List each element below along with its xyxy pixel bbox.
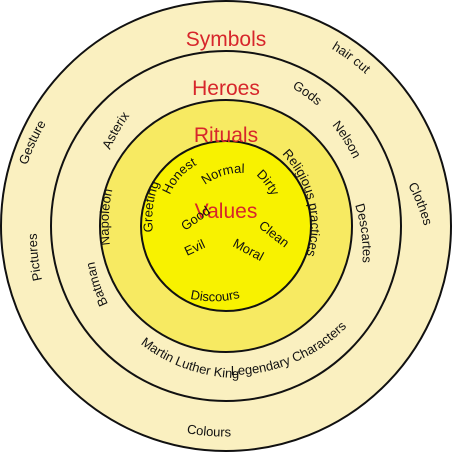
rituals-item: Discours (189, 286, 241, 304)
heroes-item: Napoleon (97, 187, 116, 246)
symbols-title: Symbols (186, 28, 267, 51)
symbols-item: Colours (186, 421, 232, 439)
values-title: Values (195, 200, 258, 223)
symbols-item: Pictures (25, 233, 45, 283)
values-core (140, 140, 312, 312)
heroes-title: Heroes (192, 77, 260, 100)
rituals-title: Rituals (194, 124, 258, 147)
